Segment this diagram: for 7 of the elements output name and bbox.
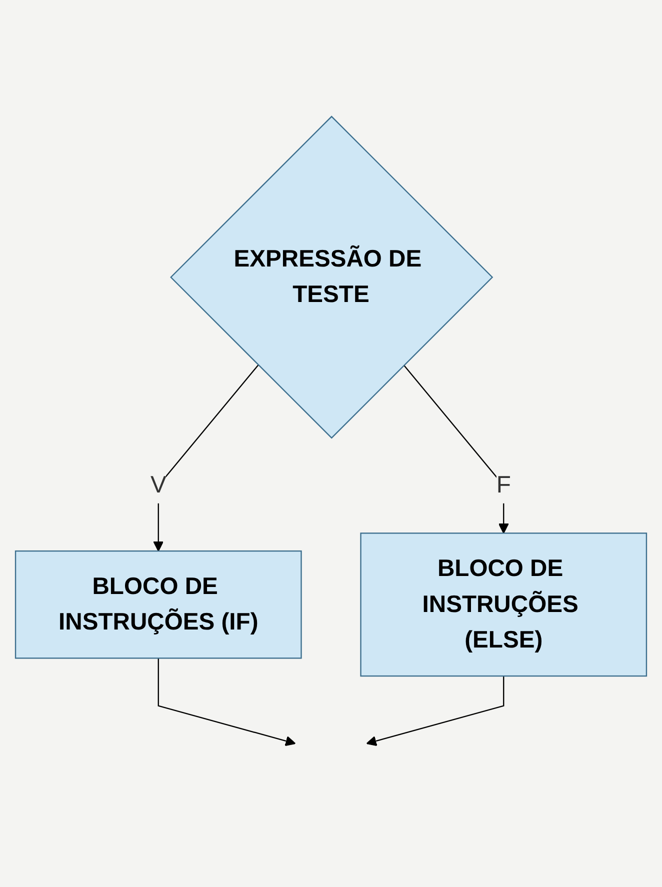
edge-label: V	[150, 472, 166, 498]
node-box: BLOCO DE INSTRUÇÕES (IF)	[14, 550, 302, 658]
node-box: BLOCO DE INSTRUÇÕES (ELSE)	[360, 532, 648, 676]
node-diamond: EXPRESSÃO DE TESTE	[170, 115, 494, 438]
edge-label: F	[496, 472, 511, 498]
arrow	[366, 676, 504, 746]
arrow	[158, 658, 296, 746]
